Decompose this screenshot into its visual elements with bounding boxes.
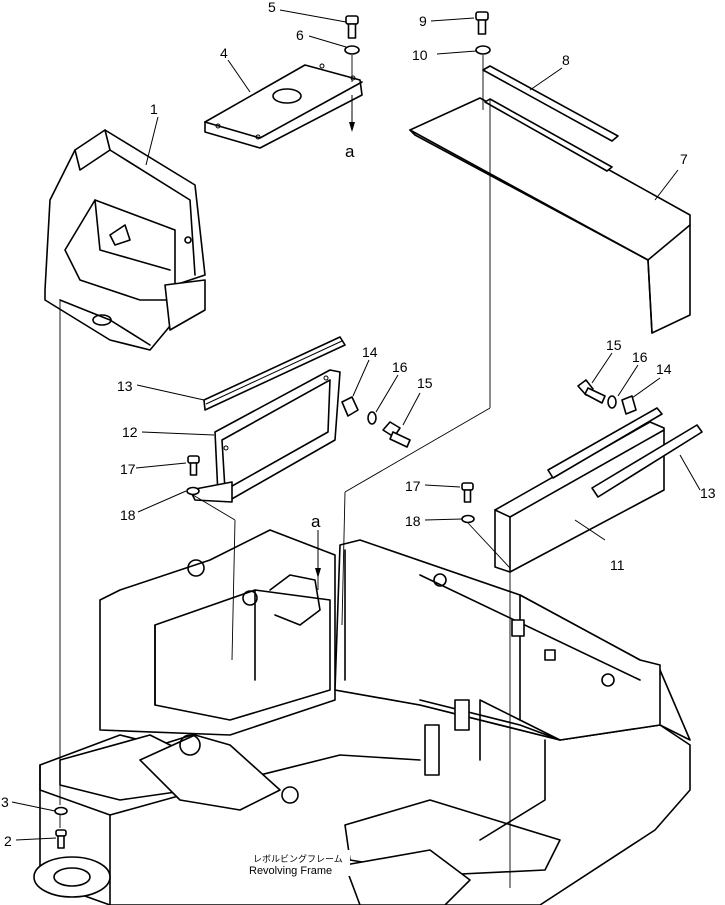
- callout-18-left: 18: [120, 507, 136, 523]
- bolt-15-left: [382, 421, 411, 448]
- arrow-a-top: [349, 95, 355, 132]
- callout-13-left: 13: [117, 378, 133, 394]
- bolt-17-right: [461, 482, 474, 503]
- callout-17-left: 17: [120, 461, 136, 477]
- callout-labels: 1 2 3 4 5 6 7 8 9 10 11 12 13 13 14 14 1…: [1, 0, 716, 849]
- part-7-long-cover: [409, 97, 691, 334]
- callout-2: 2: [4, 833, 12, 849]
- callout-8: 8: [562, 52, 570, 68]
- part-12-panel: [189, 369, 341, 503]
- callout-6: 6: [296, 27, 304, 43]
- assembly-lines: [59, 55, 511, 888]
- callout-14-right: 14: [656, 361, 672, 377]
- bolt-5: [345, 15, 359, 39]
- bolt-9: [475, 11, 489, 35]
- part-1-bracket: [44, 129, 206, 351]
- part-13-rail-right-upper: [547, 407, 663, 479]
- washer-16-left: [367, 411, 377, 425]
- washer-10: [475, 45, 491, 55]
- callout-7: 7: [680, 151, 688, 167]
- arrow-a-frame: [315, 530, 321, 578]
- reference-a-frame: a: [311, 512, 321, 531]
- callout-15-right: 15: [606, 337, 622, 353]
- part-14-clip-left: [341, 396, 359, 417]
- callout-15-left: 15: [417, 375, 433, 391]
- reference-a-top: a: [345, 142, 355, 161]
- part-4-cover-plate: [204, 63, 363, 149]
- washer-16-right: [607, 395, 617, 409]
- bolt-2: [55, 829, 67, 849]
- frame-caption-english: Revolving Frame: [249, 865, 332, 877]
- part-11-panel-right: [494, 421, 665, 573]
- washer-18-left: [186, 486, 200, 496]
- part-14-clip-right: [621, 395, 637, 415]
- frame-caption-japanese: レボルビングフレーム: [253, 853, 343, 865]
- washer-6: [344, 45, 360, 55]
- callout-17-right: 17: [405, 478, 421, 494]
- callout-18-right: 18: [405, 513, 421, 529]
- revolving-frame: [33, 529, 691, 905]
- callout-5: 5: [268, 0, 276, 15]
- callout-9: 9: [419, 13, 427, 29]
- part-13-rail-right: [591, 424, 703, 498]
- washer-18-right: [461, 514, 475, 524]
- washer-3: [54, 806, 68, 816]
- callout-11: 11: [610, 557, 625, 573]
- callout-10: 10: [412, 47, 428, 63]
- callout-14-left: 14: [362, 344, 378, 360]
- callout-16-left: 16: [392, 359, 408, 375]
- callout-4: 4: [220, 45, 228, 61]
- callout-16-right: 16: [632, 349, 648, 365]
- bolt-15-right: [577, 379, 606, 404]
- callout-3: 3: [1, 794, 9, 810]
- callout-12: 12: [122, 424, 138, 440]
- leader-lines: [11, 9, 701, 841]
- callout-13-right: 13: [700, 485, 716, 501]
- callout-1: 1: [150, 101, 158, 117]
- part-8-rail: [482, 65, 619, 172]
- bolt-17-left: [187, 455, 200, 476]
- part-13-rail-left: [203, 336, 346, 411]
